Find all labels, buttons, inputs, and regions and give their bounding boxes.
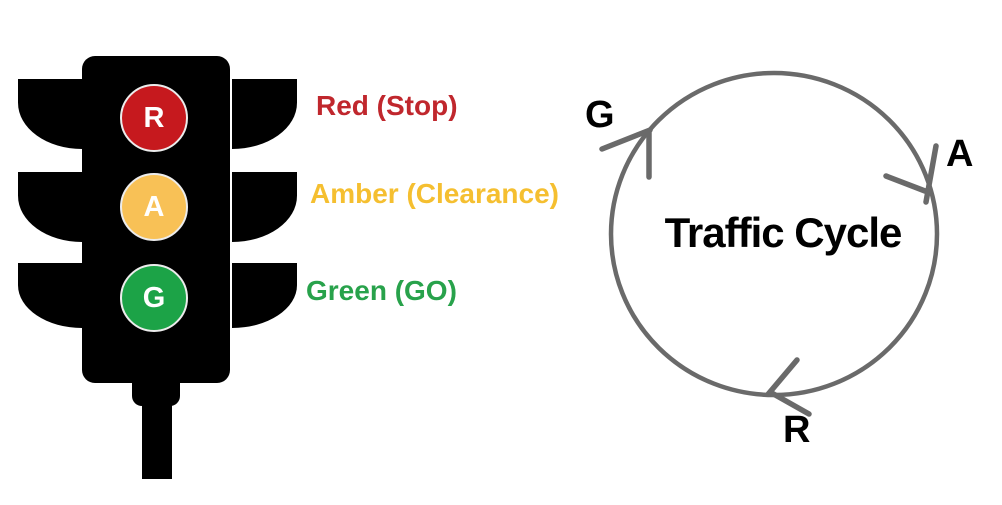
red-light-letter: R: [143, 101, 165, 134]
arrow-r-icon: [765, 357, 812, 417]
red-light: R: [120, 84, 188, 152]
red-label: Red (Stop): [316, 90, 458, 121]
amber-light: A: [120, 173, 188, 241]
traffic-light-pole: [142, 382, 172, 479]
cycle-node-red: R: [783, 409, 811, 451]
cycle-node-green: G: [585, 94, 615, 136]
arrow-a-icon: [883, 143, 939, 205]
amber-label: Amber (Clearance): [310, 178, 559, 209]
green-light-letter: G: [142, 281, 166, 314]
green-label: Green (GO): [306, 275, 457, 306]
cycle-title: Traffic Cycle: [664, 209, 903, 256]
green-light: G: [120, 264, 188, 332]
cycle-node-amber: A: [946, 133, 974, 175]
arrow-g-icon: [599, 127, 653, 180]
amber-light-letter: A: [143, 190, 165, 223]
